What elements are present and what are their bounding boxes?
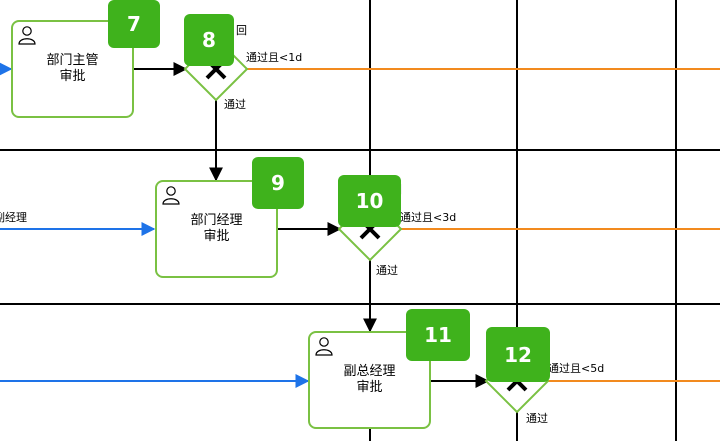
user-icon [18,26,36,45]
step-badge: 12 [486,327,550,382]
task-label-line2: 审批 [59,69,86,84]
label-condition-3: 通过且<5d [548,362,605,375]
label-reject-1: 回 [236,24,247,37]
task-label-line1: 副总经理 [343,364,396,379]
step-badge: 11 [406,309,470,361]
label-pass-1: 通过 [224,98,246,111]
step-badge: 8 [184,14,234,66]
label-pass-3: 通过 [526,412,548,425]
step-badge: 10 [338,175,401,227]
step-badge: 7 [108,0,160,48]
user-icon [315,337,333,356]
task-label-line1: 部门经理 [190,213,243,228]
task-label-line2: 审批 [356,380,383,395]
user-icon [162,186,180,205]
step-badge: 9 [252,157,304,209]
label-pass-2: 通过 [376,264,398,277]
task-label-line2: 审批 [203,229,230,244]
label-condition-2: 通过且<3d [400,211,457,224]
label-condition-1: 通过且<1d [246,51,303,64]
label-incoming-flow: 副经理 [0,211,27,224]
task-label-line1: 部门主管 [46,53,99,68]
